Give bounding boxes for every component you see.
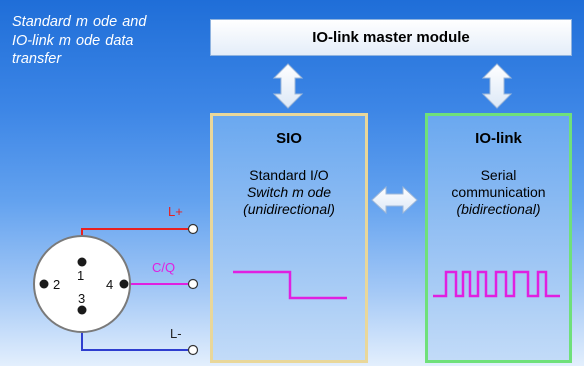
connector-pin-4 bbox=[119, 279, 129, 289]
iolink-line-3: (bidirectional) bbox=[456, 201, 541, 217]
double-arrow-vertical-sio-icon bbox=[272, 63, 304, 109]
iolink-line-1: Serial bbox=[480, 167, 517, 183]
caption-line-1: Standard m ode and bbox=[12, 14, 147, 30]
iolink-line-2: communication bbox=[451, 184, 546, 200]
l-minus-label: L- bbox=[170, 326, 182, 341]
l-plus-label: L+ bbox=[168, 204, 183, 219]
connector-pin-2 bbox=[39, 279, 49, 289]
connector-pin-1 bbox=[77, 257, 87, 267]
pin-2-label: 2 bbox=[53, 277, 60, 292]
caption-line-3: transfer bbox=[12, 51, 62, 67]
pin-3-label: 3 bbox=[78, 291, 85, 306]
iolink-serial-signal bbox=[433, 270, 560, 298]
connector-body bbox=[33, 235, 131, 333]
sio-switch-signal bbox=[233, 270, 347, 300]
sio-line-2: Switch m ode bbox=[246, 184, 332, 200]
master-module-label: IO-link master module bbox=[312, 29, 470, 46]
pin-4-label: 4 bbox=[106, 277, 113, 292]
iolink-title: IO-link bbox=[475, 130, 522, 147]
cq-label: C/Q bbox=[152, 260, 175, 275]
master-module-box: IO-link master module bbox=[210, 19, 572, 56]
iolink-box: IO-link Serial communication (bidirectio… bbox=[425, 113, 572, 363]
double-arrow-vertical-iolink-icon bbox=[481, 63, 513, 109]
caption-line-2: IO-link m ode data bbox=[12, 32, 134, 49]
sio-title: SIO bbox=[276, 130, 302, 147]
cq-terminal bbox=[187, 278, 199, 290]
double-arrow-horizontal-icon bbox=[371, 185, 418, 215]
diagram-caption: Standard m ode and IO-link m ode data tr… bbox=[12, 13, 202, 69]
sio-line-3: (unidirectional) bbox=[243, 201, 335, 217]
pin-1-label: 1 bbox=[77, 268, 84, 283]
sio-box: SIO Standard I/O Switch m ode (unidirect… bbox=[210, 113, 368, 363]
l-plus-terminal bbox=[187, 223, 199, 235]
l-minus-terminal bbox=[187, 344, 199, 356]
sio-line-1: Standard I/O bbox=[249, 167, 329, 183]
connector-pin-3 bbox=[77, 305, 87, 315]
